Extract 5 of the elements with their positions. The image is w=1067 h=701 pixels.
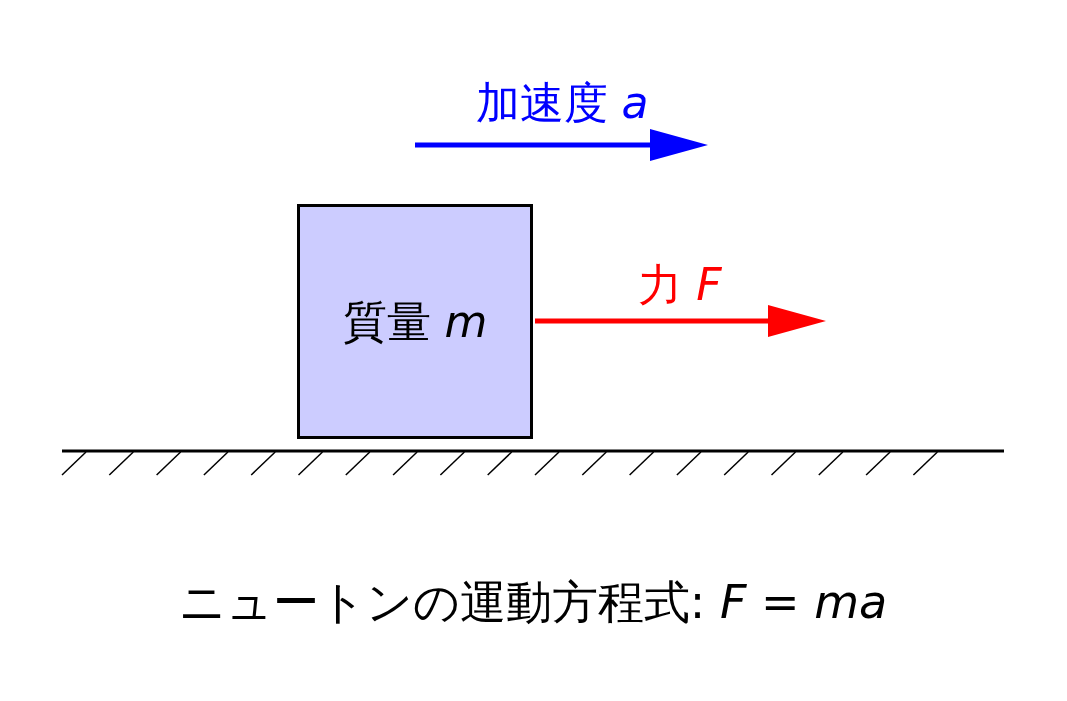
arrow-label: 加速度 a (475, 81, 649, 125)
block (297, 204, 533, 439)
caption: ニュートンの運動方程式: F = ma (178, 579, 888, 625)
arrow-label: 力 F (638, 263, 722, 307)
mass-label: 質量 m (342, 299, 488, 344)
